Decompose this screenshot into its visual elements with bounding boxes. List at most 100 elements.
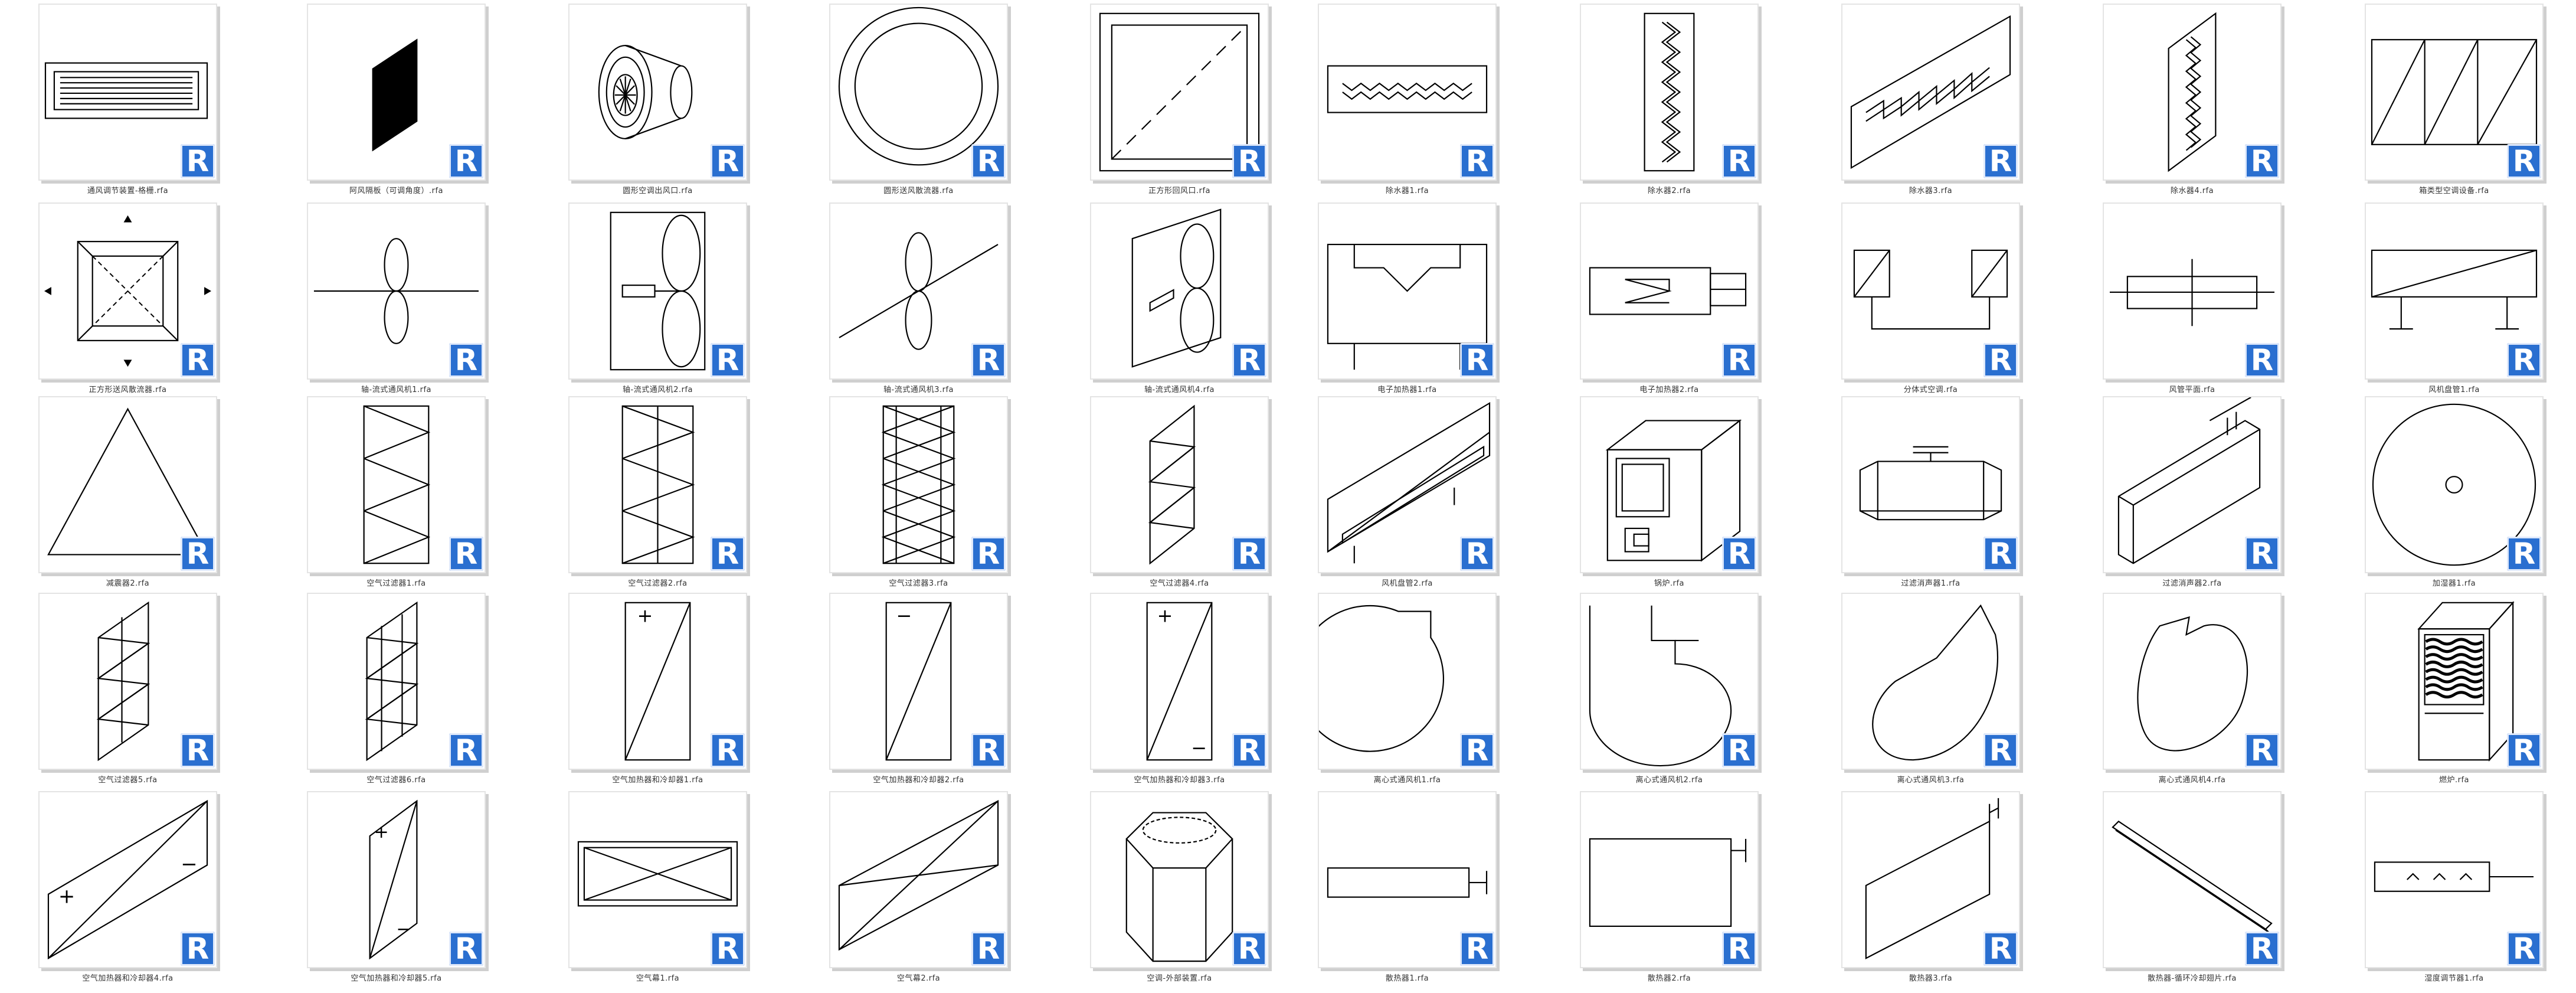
family-thumbnail[interactable]: R bbox=[307, 202, 486, 380]
family-thumbnail[interactable]: R bbox=[1841, 593, 2020, 770]
family-thumbnail[interactable]: R bbox=[38, 396, 217, 573]
family-thumbnail[interactable]: R bbox=[568, 4, 747, 181]
family-thumbnail[interactable]: R bbox=[38, 202, 217, 380]
family-thumbnail[interactable]: +−R bbox=[1090, 593, 1269, 770]
family-thumbnail[interactable]: R bbox=[1580, 593, 1759, 770]
family-thumbnail[interactable]: R bbox=[1318, 791, 1497, 968]
family-thumbnail[interactable]: R bbox=[307, 396, 486, 573]
family-thumbnail[interactable]: R bbox=[829, 791, 1008, 968]
family-thumbnail[interactable]: R bbox=[1841, 791, 2020, 968]
family-thumbnail[interactable]: R bbox=[829, 202, 1008, 380]
family-thumbnail[interactable]: R bbox=[1318, 202, 1497, 380]
family-thumbnail[interactable]: R bbox=[829, 4, 1008, 181]
family-thumbnail[interactable]: R bbox=[1318, 4, 1497, 181]
family-thumbnail[interactable]: R bbox=[1318, 396, 1497, 573]
family-thumbnail[interactable]: R bbox=[1580, 396, 1759, 573]
family-thumbnail[interactable]: R bbox=[2103, 593, 2282, 770]
family-thumbnail[interactable]: R bbox=[2103, 396, 2282, 573]
family-thumbnail[interactable]: R bbox=[2365, 593, 2544, 770]
family-thumbnail[interactable]: R bbox=[2103, 4, 2282, 181]
family-thumbnail[interactable]: R bbox=[1090, 4, 1269, 181]
family-thumbnail[interactable]: R bbox=[1090, 202, 1269, 380]
family-thumbnail[interactable]: R bbox=[1580, 4, 1759, 181]
family-thumbnail[interactable]: R bbox=[1090, 791, 1269, 968]
family-thumbnail[interactable]: R bbox=[1090, 396, 1269, 573]
family-thumbnail[interactable]: R bbox=[1580, 791, 1759, 968]
family-thumbnail[interactable]: R bbox=[2365, 791, 2544, 968]
family-thumbnail[interactable]: R bbox=[1580, 202, 1759, 380]
family-thumbnail[interactable]: R bbox=[2365, 396, 2544, 573]
family-thumbnail[interactable]: R bbox=[2103, 791, 2282, 968]
family-thumbnail[interactable]: R bbox=[1841, 202, 2020, 380]
family-thumbnail[interactable]: +R bbox=[568, 593, 747, 770]
family-thumbnail[interactable]: +−R bbox=[307, 791, 486, 968]
family-thumbnail[interactable]: R bbox=[307, 593, 486, 770]
family-thumbnail[interactable]: R bbox=[568, 791, 747, 968]
family-thumbnail[interactable]: R bbox=[1318, 593, 1497, 770]
family-thumbnail[interactable]: −R bbox=[829, 593, 1008, 770]
family-thumbnail[interactable]: R bbox=[2365, 202, 2544, 380]
family-thumbnail[interactable]: R bbox=[38, 4, 217, 181]
family-thumbnail[interactable]: R bbox=[307, 4, 486, 181]
family-thumbnail[interactable]: R bbox=[829, 396, 1008, 573]
family-thumbnail[interactable]: R bbox=[2103, 202, 2282, 380]
family-thumbnail[interactable]: R bbox=[1841, 4, 2020, 181]
family-thumbnail[interactable]: R bbox=[38, 593, 217, 770]
family-thumbnail[interactable]: R bbox=[2365, 4, 2544, 181]
family-thumbnail[interactable]: +−R bbox=[38, 791, 217, 968]
family-thumbnail[interactable]: R bbox=[568, 202, 747, 380]
family-thumbnail[interactable]: R bbox=[568, 396, 747, 573]
family-thumbnail[interactable]: R bbox=[1841, 396, 2020, 573]
